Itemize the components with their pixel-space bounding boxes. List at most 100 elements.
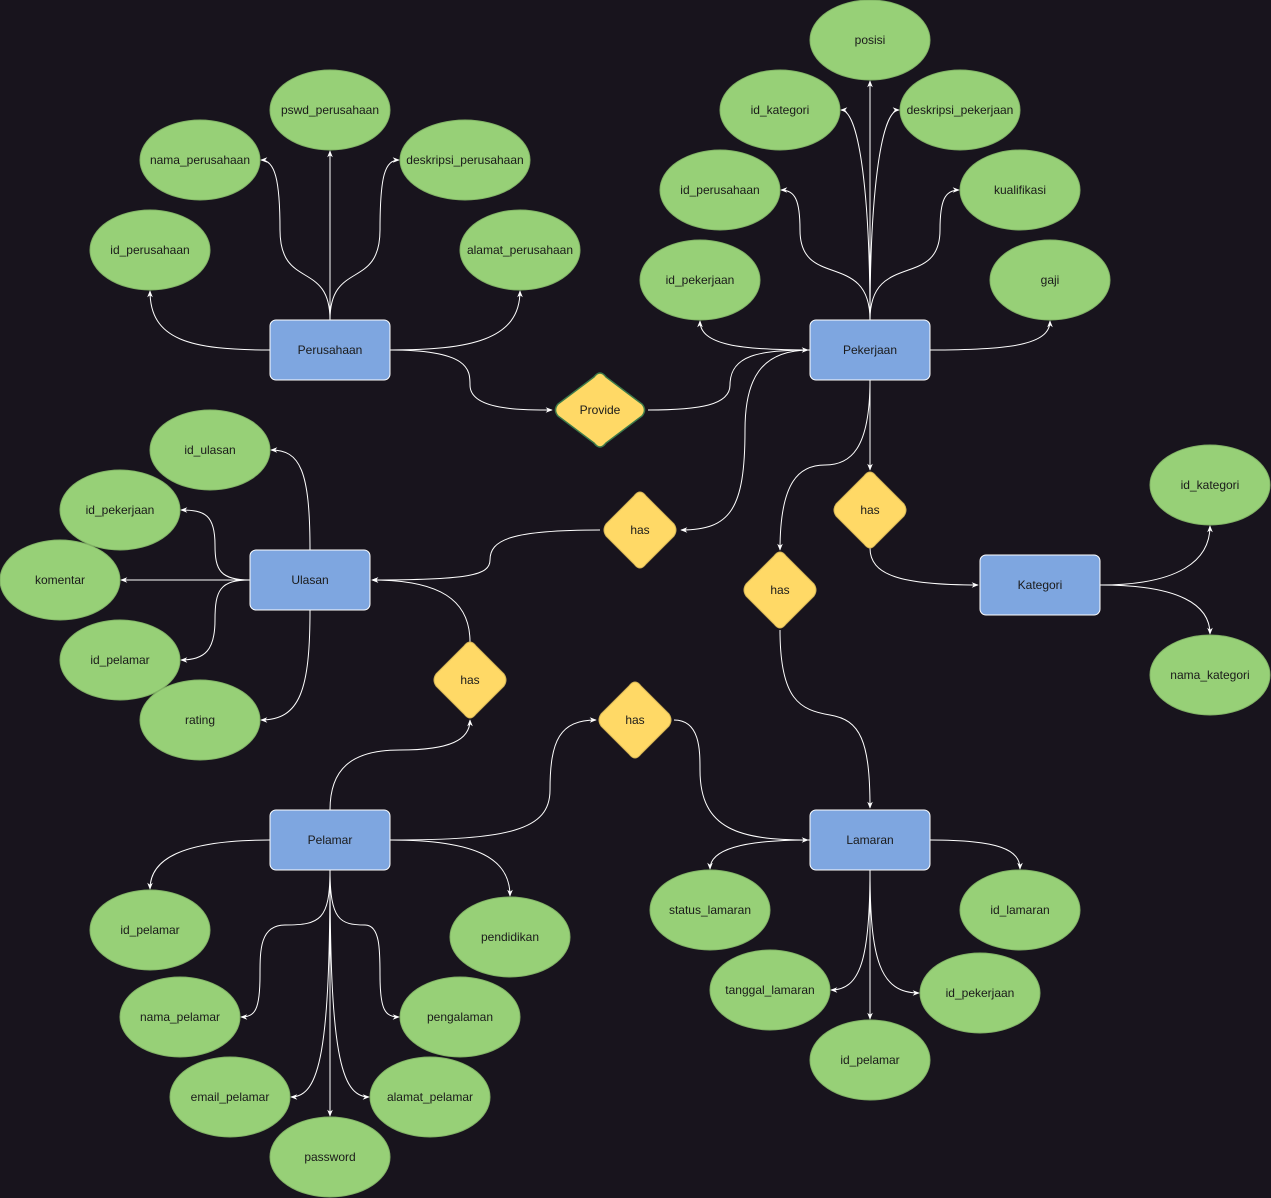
attribute-pelamar-alamat[interactable]: alamat_pelamar bbox=[369, 1056, 491, 1138]
edge-perusahaan-id bbox=[147, 290, 271, 351]
attribute-pelamar-nama[interactable]: nama_pelamar bbox=[119, 976, 241, 1058]
attribute-label: pendidikan bbox=[481, 930, 539, 944]
edge-pelamar-nama bbox=[240, 869, 331, 1020]
edge-pekerjaan-idpekerjaan bbox=[697, 320, 811, 351]
edge-has-ulasan-2 bbox=[371, 577, 471, 643]
entity-label: Lamaran bbox=[846, 833, 893, 847]
attribute-pekerjaan-idpekerjaan[interactable]: id_pekerjaan bbox=[639, 239, 761, 321]
edge-ulasan-rating bbox=[260, 609, 311, 723]
edge-pekerjaan-idperusahaan bbox=[780, 187, 871, 321]
attribute-label: nama_pelamar bbox=[140, 1010, 220, 1024]
attribute-label: deskripsi_perusahaan bbox=[406, 153, 523, 167]
attribute-perusahaan-alamat[interactable]: alamat_perusahaan bbox=[459, 209, 581, 291]
attribute-lamaran-status[interactable]: status_lamaran bbox=[649, 869, 771, 951]
edge-perusahaan-alamat bbox=[389, 290, 523, 351]
attribute-pekerjaan-idperusahaan[interactable]: id_perusahaan bbox=[659, 149, 781, 231]
attribute-pekerjaan-deskripsi[interactable]: deskripsi_pekerjaan bbox=[899, 69, 1021, 151]
entity-label: Perusahaan bbox=[298, 343, 363, 357]
attribute-ulasan-id[interactable]: id_ulasan bbox=[149, 409, 271, 491]
relationship-label: has bbox=[630, 523, 649, 537]
attribute-label: status_lamaran bbox=[669, 903, 751, 917]
attribute-label: id_pekerjaan bbox=[666, 273, 735, 287]
entity-pelamar[interactable]: Pelamar bbox=[269, 809, 391, 871]
relationship-label: has bbox=[460, 673, 479, 687]
attribute-kategori-nama[interactable]: nama_kategori bbox=[1149, 634, 1271, 716]
edge-lamaran-idpekerjaan bbox=[869, 869, 920, 996]
edge-pelamar-has-lamaran bbox=[389, 717, 597, 841]
attribute-perusahaan-id[interactable]: id_perusahaan bbox=[89, 209, 211, 291]
attribute-label: posisi bbox=[855, 33, 886, 47]
edge-lamaran-status bbox=[707, 839, 811, 870]
entity-pekerjaan[interactable]: Pekerjaan bbox=[809, 319, 931, 381]
attribute-pelamar-pengalaman[interactable]: pengalaman bbox=[399, 976, 521, 1058]
attribute-label: id_perusahaan bbox=[680, 183, 759, 197]
attribute-label: rating bbox=[185, 713, 215, 727]
edge-perusahaan-provide bbox=[389, 349, 553, 413]
attribute-label: nama_perusahaan bbox=[150, 153, 250, 167]
edge-pekerjaan-kualifikasi bbox=[869, 187, 960, 321]
edge-lamaran-idlamaran bbox=[929, 839, 1023, 870]
attribute-lamaran-idpekerjaan[interactable]: id_pekerjaan bbox=[919, 952, 1041, 1034]
attribute-kategori-id[interactable]: id_kategori bbox=[1149, 444, 1271, 526]
entity-label: Pelamar bbox=[308, 833, 353, 847]
entity-label: Ulasan bbox=[291, 573, 328, 587]
attribute-pekerjaan-kualifikasi[interactable]: kualifikasi bbox=[959, 149, 1081, 231]
attribute-ulasan-rating[interactable]: rating bbox=[139, 679, 261, 761]
attribute-lamaran-tanggal[interactable]: tanggal_lamaran bbox=[709, 949, 831, 1031]
attribute-perusahaan-nama[interactable]: nama_perusahaan bbox=[139, 119, 261, 201]
entity-label: Kategori bbox=[1018, 578, 1063, 592]
attribute-pekerjaan-gaji[interactable]: gaji bbox=[989, 239, 1111, 321]
attribute-lamaran-idpelamar[interactable]: id_pelamar bbox=[809, 1019, 931, 1101]
attribute-label: id_pelamar bbox=[840, 1053, 899, 1067]
entity-ulasan[interactable]: Ulasan bbox=[249, 549, 371, 611]
entity-lamaran[interactable]: Lamaran bbox=[809, 809, 931, 871]
attribute-pelamar-password[interactable]: password bbox=[269, 1116, 391, 1198]
entity-perusahaan[interactable]: Perusahaan bbox=[269, 319, 391, 381]
edge-ulasan-id bbox=[270, 447, 311, 551]
attribute-label: id_kategori bbox=[1181, 478, 1240, 492]
attribute-lamaran-idlamaran[interactable]: id_lamaran bbox=[959, 869, 1081, 951]
edge-perusahaan-nama bbox=[260, 157, 331, 321]
entity-kategori[interactable]: Kategori bbox=[979, 554, 1101, 616]
attribute-pekerjaan-posisi[interactable]: posisi bbox=[809, 0, 931, 81]
attribute-perusahaan-pswd[interactable]: pswd_perusahaan bbox=[269, 69, 391, 151]
edge-pelamar-has-ulasan bbox=[329, 719, 473, 811]
relationship-has-pelamar-ulasan[interactable]: has bbox=[433, 641, 507, 719]
attribute-label: id_kategori bbox=[751, 103, 810, 117]
attribute-label: id_pelamar bbox=[90, 653, 149, 667]
attribute-label: alamat_perusahaan bbox=[467, 243, 573, 257]
attribute-ulasan-idpelamar[interactable]: id_pelamar bbox=[59, 619, 181, 701]
attribute-pelamar-email[interactable]: email_pelamar bbox=[169, 1056, 291, 1138]
edge-ulasan-idpekerjaan bbox=[180, 507, 251, 581]
relationship-provide[interactable]: Provide bbox=[554, 372, 646, 448]
attribute-ulasan-idpekerjaan[interactable]: id_pekerjaan bbox=[59, 469, 181, 551]
relationship-has-pekerjaan-kategori[interactable]: has bbox=[833, 471, 907, 549]
relationship-label: Provide bbox=[580, 403, 621, 417]
attribute-pelamar-id[interactable]: id_pelamar bbox=[89, 889, 211, 971]
attribute-label: id_pekerjaan bbox=[86, 503, 155, 517]
attribute-pekerjaan-idkategori[interactable]: id_kategori bbox=[719, 69, 841, 151]
edge-lamaran-tanggal bbox=[830, 869, 871, 993]
attribute-pelamar-pendidikan[interactable]: pendidikan bbox=[449, 896, 571, 978]
relationship-has-ulasan-pekerjaan[interactable]: has bbox=[603, 491, 677, 569]
attribute-label: email_pelamar bbox=[191, 1090, 270, 1104]
attribute-label: kualifikasi bbox=[994, 183, 1046, 197]
edge-pekerjaan-has-ulasan bbox=[680, 349, 811, 533]
attribute-ulasan-komentar[interactable]: komentar bbox=[0, 539, 121, 621]
relationship-label: has bbox=[860, 503, 879, 517]
attribute-label: pswd_perusahaan bbox=[281, 103, 379, 117]
relationship-has-pelamar-lamaran[interactable]: has bbox=[598, 681, 672, 759]
edge-kategori-id bbox=[1099, 525, 1213, 586]
edge-has-lamaran bbox=[779, 629, 873, 809]
entity-label: Pekerjaan bbox=[843, 343, 897, 357]
attribute-label: deskripsi_pekerjaan bbox=[907, 103, 1014, 117]
edge-pekerjaan-gaji bbox=[929, 320, 1053, 351]
edge-has-ulasan bbox=[371, 529, 601, 583]
attribute-label: id_ulasan bbox=[184, 443, 235, 457]
relationship-has-pekerjaan-lamaran[interactable]: has bbox=[743, 551, 817, 629]
attribute-label: nama_kategori bbox=[1170, 668, 1249, 682]
attribute-label: alamat_pelamar bbox=[387, 1090, 473, 1104]
edge-pekerjaan-deskripsi bbox=[869, 107, 900, 321]
attribute-perusahaan-deskripsi[interactable]: deskripsi_perusahaan bbox=[399, 119, 531, 201]
